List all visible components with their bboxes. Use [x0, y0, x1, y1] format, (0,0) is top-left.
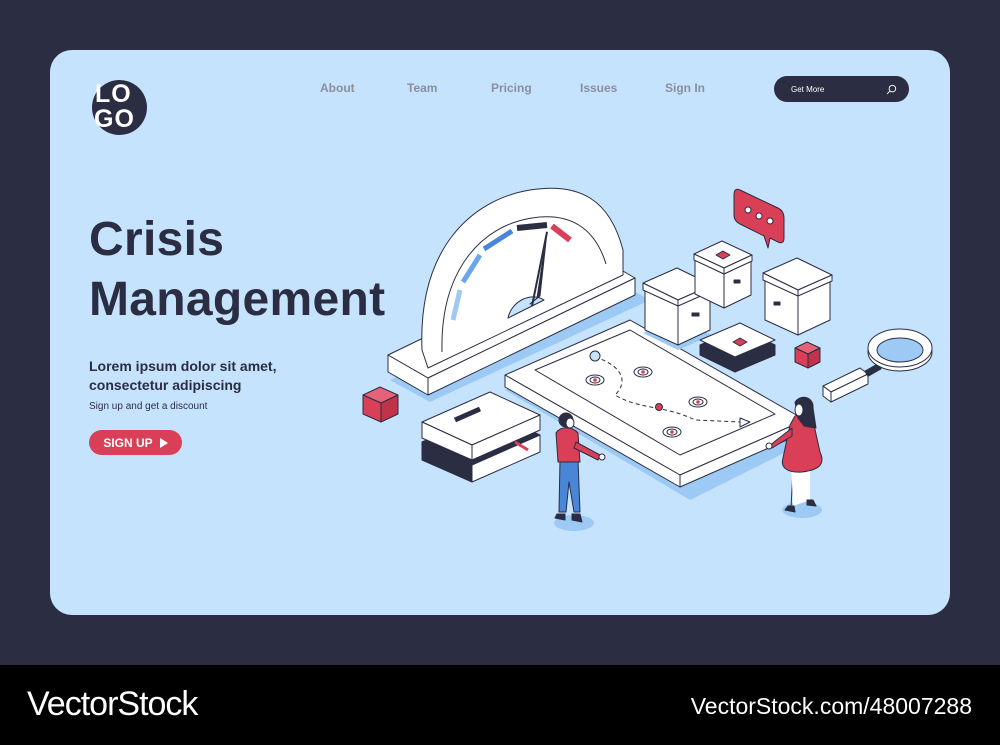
hero-subtitle: Lorem ipsum dolor sit amet, consectetur …	[89, 357, 349, 395]
hero-title: Crisis Management	[89, 210, 385, 330]
hero-subtitle-line1: Lorem ipsum dolor sit amet,	[89, 358, 277, 374]
nav-about[interactable]: About	[320, 81, 355, 95]
logo-text-line2: GO	[94, 105, 135, 133]
nav-team[interactable]: Team	[407, 81, 438, 95]
logo[interactable]: LO GO	[92, 80, 147, 135]
logo-text-line1: LO	[95, 80, 132, 108]
chat-bubble	[733, 188, 785, 249]
hero-tagline: Sign up and get a discount	[89, 401, 208, 412]
archive-box-3	[762, 257, 833, 336]
nav-issues[interactable]: Issues	[580, 81, 618, 95]
red-cube-left	[362, 386, 399, 423]
nav-pricing[interactable]: Pricing	[491, 81, 532, 95]
hero-subtitle-line2: consectetur adipiscing	[89, 377, 242, 393]
hero-title-line2: Management	[89, 273, 386, 326]
person-woman	[765, 396, 823, 518]
map-marker	[585, 374, 605, 386]
hero-title-line1: Crisis	[89, 213, 225, 266]
footer-id: VectorStock.com/48007288	[690, 693, 972, 719]
get-more-label: Get More	[791, 84, 825, 94]
map-marker	[633, 366, 653, 378]
document-folder-stack	[699, 322, 776, 373]
red-cube-right	[794, 341, 821, 369]
landing-card: LO GO About Team Pricing Issues Sign In …	[50, 50, 950, 615]
get-more-search-button[interactable]: Get More	[774, 76, 909, 102]
nav-sign-in[interactable]: Sign In	[665, 81, 705, 95]
map-marker	[662, 426, 682, 438]
speedometer-gauge	[421, 187, 624, 369]
crisis-management-illustration	[362, 187, 933, 531]
search-icon	[886, 84, 897, 94]
play-icon	[159, 437, 168, 448]
sign-up-button[interactable]: SIGN UP	[89, 430, 182, 455]
magnifying-glass	[822, 328, 933, 403]
sign-up-label: SIGN UP	[103, 435, 153, 450]
footer-brand: VectorStock	[27, 685, 198, 723]
book-stack	[421, 391, 541, 483]
person-man	[554, 412, 606, 531]
ellipsis-icon	[744, 206, 752, 214]
archive-box-2	[693, 240, 753, 309]
watermark-footer: VectorStock VectorStock.com/48007288	[0, 665, 1000, 745]
map-marker	[688, 396, 708, 408]
strategy-board	[504, 319, 806, 488]
